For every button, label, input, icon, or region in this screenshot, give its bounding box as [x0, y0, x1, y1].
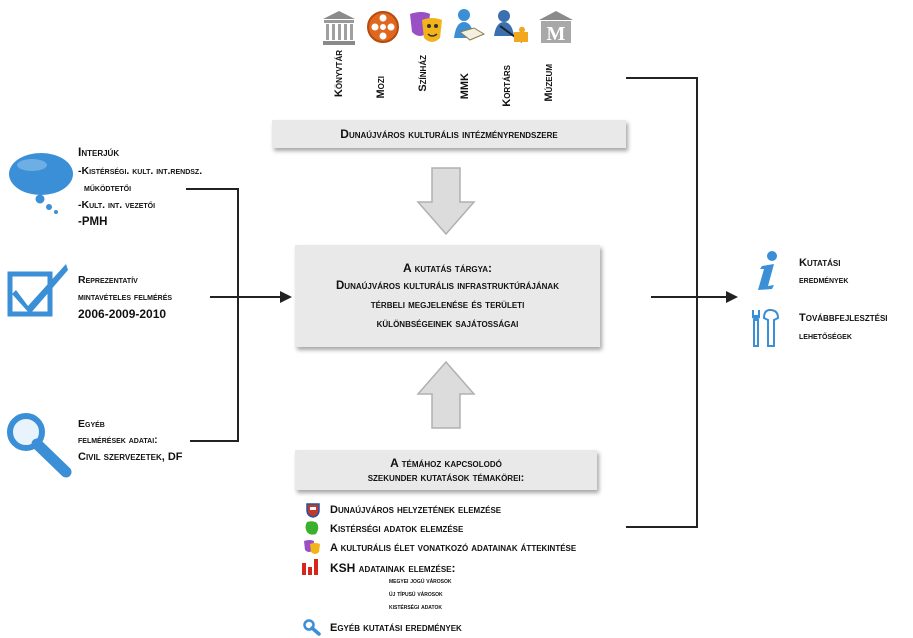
ksh-sub-1: megyei jogú városok: [389, 578, 452, 585]
magnifier-icon: [7, 413, 72, 478]
left-connector-mid: [210, 296, 237, 298]
left-connector-top: [186, 188, 239, 190]
secondary-title-line2: szekunder kutatások témakörei:: [367, 472, 525, 484]
secondary-item-1: Dunaújváros helyzetének elemzése: [330, 504, 502, 516]
interviews-title: Interjúk: [78, 145, 120, 159]
research-subject-line2: Dunaújváros kulturális infrastruktúráján…: [336, 280, 559, 292]
right-connector-top: [626, 77, 698, 79]
museum-building-icon: M: [539, 11, 573, 45]
secondary-research-box: A témához kapcsolodó szekunder kutatások…: [295, 450, 597, 490]
ksh-sub-3: kistérségi adatok: [389, 604, 443, 611]
institution-label-theater: Színház: [417, 55, 429, 92]
region-map-icon: [305, 521, 319, 535]
film-reel-icon: [367, 11, 399, 43]
interviews-line4: -PMH: [78, 216, 108, 228]
interviews-line1: -Kistérségi. kult. int.rendsz.: [78, 165, 203, 177]
other-line1: Egyéb: [78, 418, 105, 430]
institutions-title-box: Dunaújváros kulturális intézményrendszer…: [272, 120, 626, 148]
library-building-icon: [323, 11, 355, 45]
ksh-logo-icon: [302, 559, 318, 575]
institution-label-mmk: MMK: [459, 73, 471, 100]
left-arrow-head: [280, 291, 292, 303]
right-connector-bottom: [626, 526, 698, 528]
institution-label-museum: Múzeum: [543, 64, 555, 102]
left-connector-vertical: [237, 188, 239, 442]
other-line2: felmérések adatai:: [78, 434, 158, 446]
results-line2: eredmények: [799, 274, 849, 286]
secondary-item-2: Kistérségi adatok elemzése: [330, 523, 464, 535]
development-line2: lehetőségek: [799, 330, 852, 342]
svg-text:M: M: [547, 23, 566, 45]
research-subject-box: A kutatás tárgya: Dunaújváros kulturális…: [295, 245, 600, 347]
institutions-title: Dunaújváros kulturális intézményrendszer…: [340, 127, 558, 141]
interviews-line3: -Kult. int. vezetői: [78, 199, 156, 211]
other-line3: Civil szervezetek, DF: [78, 451, 183, 463]
research-subject-line3: térbeli megjelenése és területi: [370, 299, 525, 311]
institution-label-contemporary: Kortárs: [501, 65, 513, 107]
research-subject-line4: különbségeinek sajátosságai: [376, 318, 519, 330]
results-line1: Kutatási: [799, 257, 841, 269]
up-arrow: [416, 360, 476, 429]
down-arrow: [416, 167, 476, 236]
right-arrow-line: [698, 296, 728, 298]
secondary-item-3: A kulturális élet vonatkozó adatainak át…: [330, 542, 577, 554]
institution-label-cinema: Mozi: [375, 76, 387, 99]
survey-line1: Reprezentatív: [78, 274, 138, 286]
magnifier-icon: [303, 619, 321, 636]
survey-line3: 2006-2009-2010: [78, 307, 167, 321]
reading-person-icon: [454, 9, 486, 41]
interviews-line2: működtetői: [84, 182, 132, 194]
development-line1: Továbbfejlesztési: [799, 312, 888, 324]
theater-masks-icon: [304, 540, 320, 554]
checkbox-check-icon: [7, 264, 68, 317]
right-arrow-head: [726, 291, 738, 303]
research-subject-line1: A kutatás tárgya:: [403, 261, 492, 275]
speech-bubble-icon: [9, 153, 73, 214]
secondary-title-line1: A témához kapcsolodó: [390, 456, 502, 470]
right-connector-mid: [651, 296, 696, 298]
secondary-item-5: Egyéb kutatási eredmények: [330, 622, 462, 634]
right-connector-vertical: [696, 77, 698, 528]
tools-icon: [752, 308, 780, 347]
institution-label-library: Könyvtár: [333, 50, 345, 98]
secondary-item-4: KSH adatainak elemzése:: [330, 561, 456, 575]
survey-line2: mintavételes felmérés: [78, 291, 173, 303]
left-arrow-line: [239, 296, 282, 298]
institution-icons: M: [318, 6, 580, 56]
ksh-sub-2: új típusú városok: [389, 591, 443, 598]
info-icon: [758, 251, 777, 290]
left-connector-bottom: [190, 440, 239, 442]
theater-masks-icon: [410, 12, 442, 42]
artist-puzzle-icon: [494, 10, 528, 43]
coat-of-arms-icon: [306, 503, 320, 518]
